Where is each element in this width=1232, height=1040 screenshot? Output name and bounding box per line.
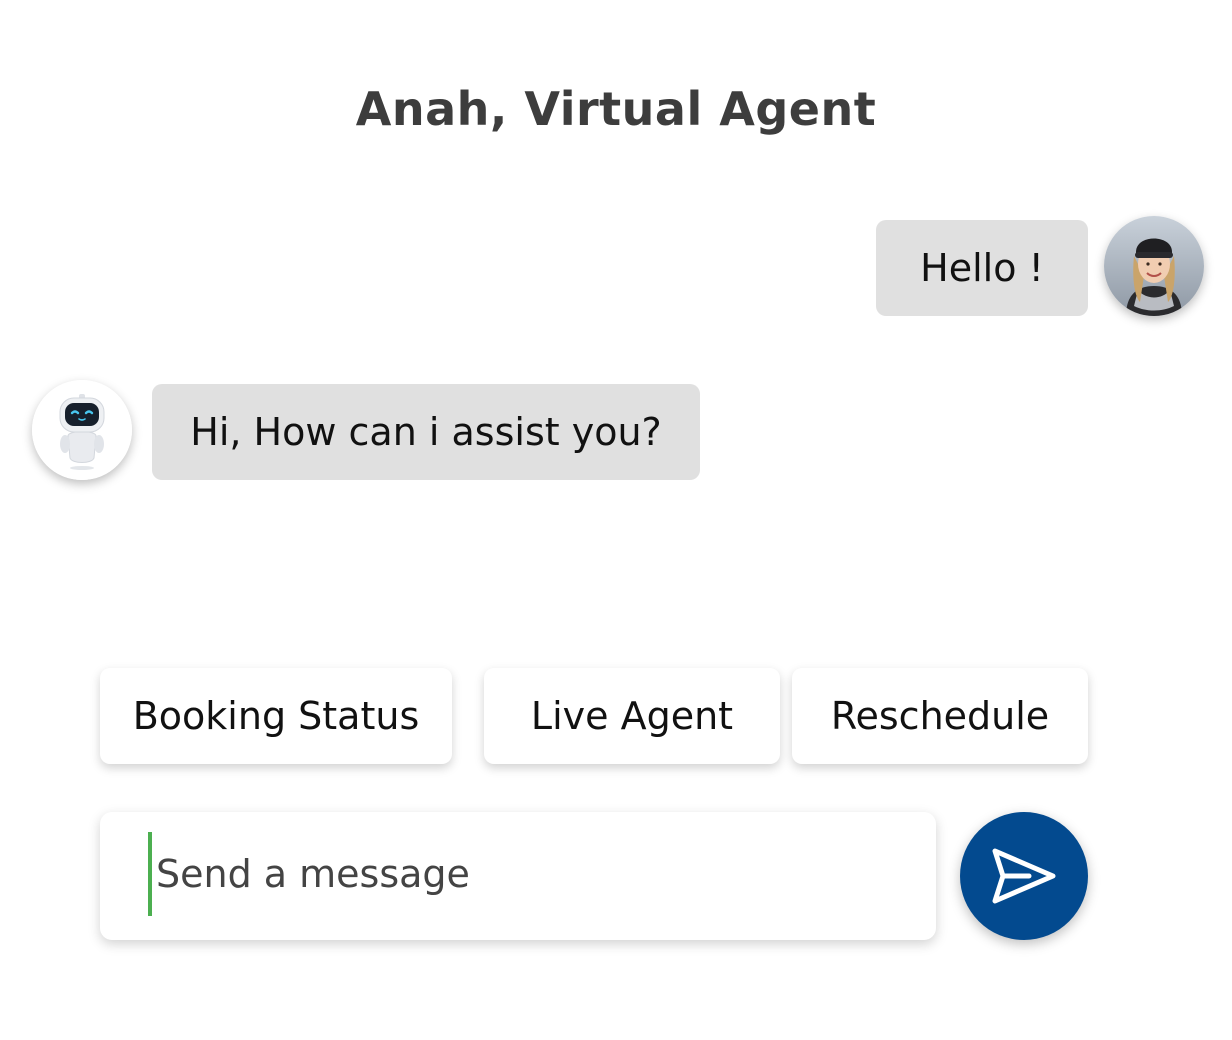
quick-reply-reschedule[interactable]: Reschedule bbox=[792, 668, 1088, 764]
send-icon bbox=[992, 848, 1056, 904]
user-avatar-icon bbox=[1104, 216, 1204, 316]
message-input[interactable] bbox=[148, 832, 916, 916]
robot-icon bbox=[32, 380, 132, 480]
chat-title: Anah, Virtual Agent bbox=[355, 82, 877, 136]
quick-reply-live-agent[interactable]: Live Agent bbox=[484, 668, 780, 764]
user-message-bubble: Hello ! bbox=[876, 220, 1088, 316]
send-button[interactable] bbox=[960, 812, 1088, 940]
bot-message-bubble: Hi, How can i assist you? bbox=[152, 384, 700, 480]
quick-reply-booking-status[interactable]: Booking Status bbox=[100, 668, 452, 764]
message-composer bbox=[100, 812, 936, 940]
user-avatar bbox=[1104, 216, 1204, 316]
bot-avatar bbox=[32, 380, 132, 480]
